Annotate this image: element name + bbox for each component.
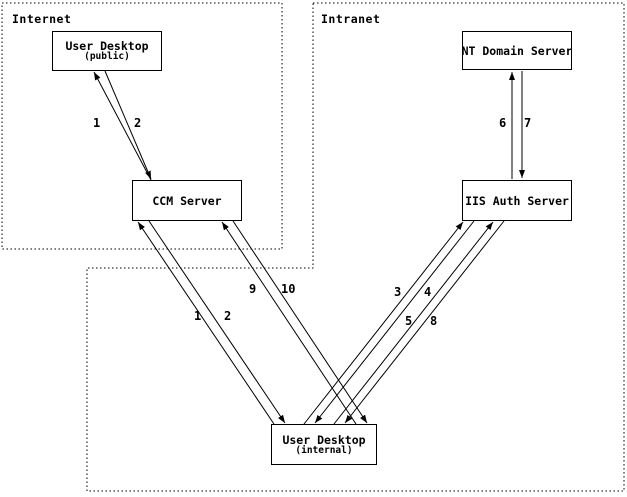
arrow-ccm-to-public-desktop-1 (93, 71, 152, 181)
arrow-ccm-to-internal-desktop-10 (232, 220, 368, 424)
arrow-iis-to-internal-desktop-8 (344, 220, 505, 424)
node-user-desktop-internal: User Desktop (internal) (271, 424, 377, 465)
edge-label-iis-internal-5: 5 (405, 314, 413, 328)
node-title: IIS Auth Server (465, 193, 569, 208)
node-ccm-server: CCM Server (132, 180, 242, 221)
node-nt-domain-server: NT Domain Server (462, 31, 572, 70)
node-title: CCM Server (152, 193, 222, 208)
node-iis-auth-server: IIS Auth Server (462, 180, 572, 221)
arrow-internal-desktop-to-iis-5 (333, 221, 494, 425)
arrow-iis-to-internal-desktop-4 (314, 220, 475, 424)
edge-label-nt-iis-6: 6 (499, 116, 507, 130)
arrow-internal-desktop-to-ccm-1 (137, 221, 275, 425)
edge-label-ccm-internal-2: 2 (224, 309, 232, 323)
edge-label-iis-internal-4: 4 (424, 285, 432, 299)
arrow-public-desktop-to-ccm-2 (104, 70, 152, 180)
edge-label-nt-iis-7: 7 (524, 116, 532, 130)
internet-zone-label: Internet (12, 12, 72, 26)
edge-label-public-ccm-2: 2 (134, 116, 142, 130)
node-title: User Desktop (282, 432, 366, 447)
edge-label-ccm-internal-10: 10 (281, 282, 296, 296)
edge-label-ccm-internal-1: 1 (194, 309, 202, 323)
intranet-zone-border (86, 2, 625, 492)
arrow-internal-desktop-to-ccm-9 (221, 221, 357, 425)
internet-zone-border (1, 2, 283, 250)
node-subtitle: (internal) (295, 444, 353, 456)
node-user-desktop-public: User Desktop (public) (52, 31, 162, 71)
node-subtitle: (public) (84, 51, 130, 62)
edge-label-ccm-internal-9: 9 (249, 282, 257, 296)
arrow-ccm-to-internal-desktop-2 (148, 220, 286, 424)
edge-label-iis-internal-3: 3 (394, 285, 402, 299)
node-title: User Desktop (65, 39, 149, 53)
node-title: NT Domain Server (461, 43, 573, 58)
intranet-zone-label: Intranet (321, 12, 381, 26)
edge-label-public-ccm-1: 1 (93, 116, 101, 130)
edge-label-iis-internal-8: 8 (430, 314, 438, 328)
arrow-internal-desktop-to-iis-3 (303, 221, 464, 425)
